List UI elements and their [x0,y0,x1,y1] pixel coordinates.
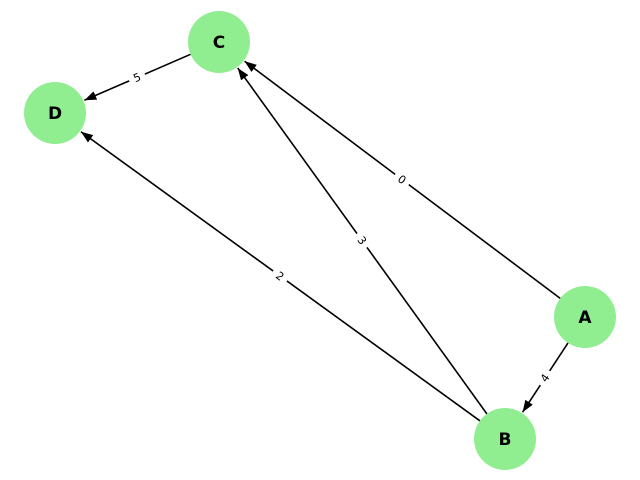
node-label-C: C [213,33,225,53]
edge-label-bg [350,229,374,252]
node-circle-A [554,286,616,348]
edge-label-text: 5 [131,70,143,85]
edge-label-bg [534,366,556,390]
edge-label-A-B: 4 [534,366,556,390]
edge-label-B-D: 2 [268,264,292,288]
edges-layer [80,53,569,422]
node-label-A: A [578,308,592,328]
nodes-layer: A B C D [24,11,616,470]
edge-labels-layer: 0 2 3 4 5 [126,67,556,390]
edge-label-B-C: 3 [350,229,374,252]
graph-node-B: B [474,408,536,470]
node-circle-D [24,82,86,144]
edge-label-bg [268,264,292,288]
edge-label-A-C: 0 [390,168,414,191]
node-circle-B [474,408,536,470]
node-label-D: D [48,104,62,124]
node-circle-C [188,11,250,73]
graph-node-D: D [24,82,86,144]
edge-label-bg [126,67,148,88]
edge-label-C-D: 5 [126,67,148,88]
edge-label-bg [390,168,414,191]
graph-node-A: A [554,286,616,348]
node-label-B: B [499,430,512,450]
graph-node-C: C [188,11,250,73]
